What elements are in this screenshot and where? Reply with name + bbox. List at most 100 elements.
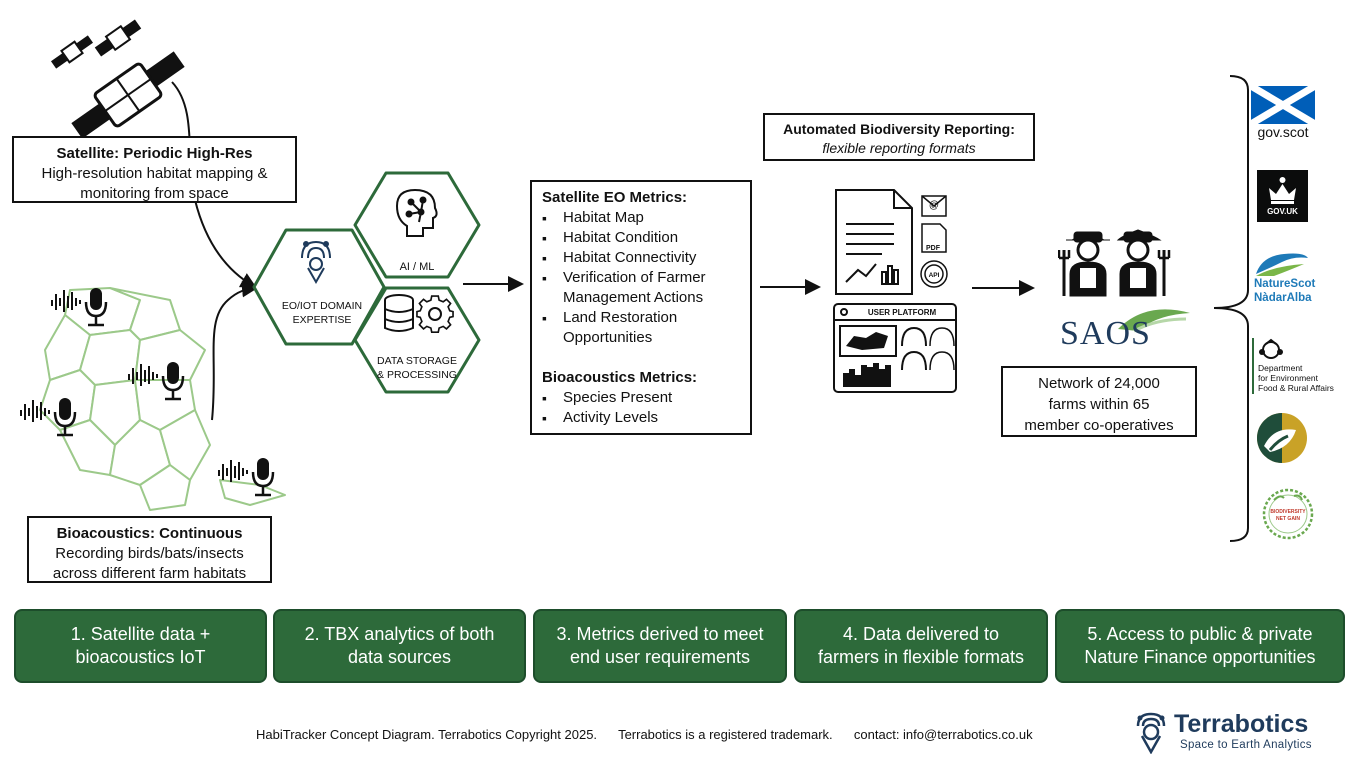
list-item: Habitat Condition: [532, 228, 750, 248]
saos-line1: Network of 24,000: [1038, 375, 1160, 392]
saltire-flag-icon: [1251, 86, 1315, 124]
bng-line2: NET GAIN: [1276, 516, 1300, 522]
farm-parcel-map: [39, 287, 286, 511]
list-item: Habitat Connectivity: [532, 248, 750, 268]
naturescot-wordmark-2: NàdarAlba: [1254, 292, 1312, 304]
pdf-icon: PDF: [921, 223, 947, 253]
satellite-line1: High-resolution habitat mapping &: [41, 165, 268, 182]
list-item-continuation: Management Actions: [563, 289, 704, 306]
list-item: Habitat Map: [532, 208, 750, 228]
analytics-hex-cluster: EO/IOT DOMAIN EXPERTISE AI / ML DATA STO…: [252, 171, 481, 394]
reporting-subtitle: flexible reporting formats: [822, 140, 976, 156]
nature-finance-leaf-logo: [1257, 413, 1307, 463]
svg-text:@: @: [929, 200, 939, 211]
microphone-icon: [20, 398, 77, 437]
bio-metrics-list: Species Present Activity Levels: [532, 388, 750, 428]
list-item-continuation: Opportunities: [563, 329, 653, 346]
step-3-box: 3. Metrics derived to meet end user requi…: [533, 609, 787, 683]
royal-crest-icon: [1259, 338, 1283, 359]
data-storage-label-1: DATA STORAGE: [377, 355, 457, 367]
saos-line2: farms within 65: [1048, 396, 1150, 413]
list-item-text: Land Restoration: [563, 309, 678, 326]
email-icon: @: [921, 195, 947, 217]
list-item: Species Present: [532, 388, 750, 408]
bioacoustics-description-box: Bioacoustics: Continuous Recording birds…: [27, 516, 272, 583]
ai-ml-hex: [353, 171, 481, 279]
satellite-description-box: Satellite: Periodic High-Res High-resolu…: [12, 136, 297, 203]
naturescot-logo: NatureScot NàdarAlba: [1252, 252, 1332, 307]
defra-logo: Department for Environment Food & Rural …: [1252, 338, 1346, 394]
microphone-icon: [128, 362, 185, 401]
terrabotics-tagline: Space to Earth Analytics: [1180, 739, 1312, 751]
gear-icon: [416, 295, 454, 333]
eo-iot-icon: [301, 240, 331, 285]
farmer-icon: [1058, 229, 1171, 297]
brain-icon: [395, 188, 438, 237]
eo-metrics-list: Habitat Map Habitat Condition Habitat Co…: [532, 208, 750, 348]
metrics-box: Satellite EO Metrics: Habitat Map Habita…: [530, 180, 752, 435]
footer-text: HabiTracker Concept Diagram. Terrabotics…: [256, 727, 1033, 742]
saos-wordmark: SAOS: [1060, 315, 1151, 352]
list-item-text: Verification of Farmer: [563, 269, 706, 286]
biodiversity-net-gain-logo: BIODIVERSITY NET GAIN: [1260, 486, 1316, 542]
ai-ml-label: AI / ML: [400, 261, 435, 273]
eo-expertise-label-2: EXPERTISE: [293, 314, 352, 326]
footer-contact[interactable]: contact: info@terrabotics.co.uk: [853, 727, 1033, 742]
document-icon: [835, 189, 913, 295]
terrabotics-wordmark: Terrabotics: [1174, 710, 1309, 738]
bioacoustics-line2: across different farm habitats: [52, 565, 247, 582]
satellite-line2: monitoring from space: [80, 185, 229, 202]
database-icon: [384, 294, 414, 332]
eo-metrics-heading: Satellite EO Metrics:: [542, 189, 688, 206]
step-2-line1: 2. TBX analytics of both: [304, 624, 495, 644]
svg-text:API: API: [929, 272, 940, 279]
reporting-title-box: Automated Biodiversity Reporting: flexib…: [763, 113, 1035, 161]
naturescot-wordmark-1: NatureScot: [1254, 278, 1316, 290]
gov-uk-wordmark: GOV.UK: [1267, 207, 1298, 216]
naturescot-swoosh-icon: [1256, 253, 1308, 276]
bng-line1: BIODIVERSITY: [1270, 509, 1306, 515]
bio-metrics-heading: Bioacoustics Metrics:: [542, 369, 698, 386]
svg-text:PDF: PDF: [926, 245, 941, 252]
reporting-title: Automated Biodiversity Reporting:: [783, 121, 1015, 137]
gov-scot-logo: gov.scot: [1250, 86, 1316, 142]
api-icon: API: [920, 260, 948, 288]
report-outputs-illustration: @ PDF API USER PLATFORM: [833, 189, 957, 393]
user-platform-label: USER PLATFORM: [868, 308, 937, 317]
defra-line3: Food & Rural Affairs: [1258, 383, 1334, 393]
dashboard-icon: [833, 303, 957, 393]
saos-logo: SAOS: [1060, 305, 1190, 355]
step-1-line2: bioacoustics IoT: [75, 647, 206, 667]
satellite-icon: [50, 19, 185, 139]
saos-leaf-icon: [1118, 309, 1190, 333]
terrabotics-logo: Terrabotics Space to Earth Analytics: [1134, 710, 1334, 756]
microphone-icon: [218, 458, 275, 497]
terrabotics-mark-icon: [1136, 712, 1166, 754]
list-item: Activity Levels: [532, 408, 750, 428]
saos-line3: member co-operatives: [1024, 417, 1174, 434]
footer-trademark: Terrabotics is a registered trademark.: [618, 727, 833, 742]
footer-copyright: HabiTracker Concept Diagram. Terrabotics…: [256, 727, 598, 742]
step-1-box: 1. Satellite data + bioacoustics IoT: [14, 609, 267, 683]
step-4-line2: farmers in flexible formats: [817, 647, 1025, 667]
step-5-line1: 5. Access to public & private: [1087, 624, 1313, 644]
step-1-line1: 1. Satellite data +: [70, 624, 211, 644]
saos-network-box: Network of 24,000 farms within 65 member…: [1001, 366, 1197, 437]
eo-expertise-label-1: EO/IOT DOMAIN: [282, 300, 362, 312]
step-4-box: 4. Data delivered to farmers in flexible …: [794, 609, 1048, 683]
step-5-line2: Nature Finance opportunities: [1084, 647, 1316, 667]
gov-uk-logo: GOV.UK: [1257, 170, 1308, 222]
step-4-line1: 4. Data delivered to: [842, 624, 1000, 644]
data-storage-label-2: & PROCESSING: [377, 369, 457, 381]
bioacoustics-line1: Recording birds/bats/insects: [55, 545, 244, 562]
defra-line1: Department: [1258, 363, 1303, 373]
bioacoustics-title: Bioacoustics: Continuous: [56, 525, 243, 542]
satellite-title: Satellite: Periodic High-Res: [56, 145, 253, 162]
step-3-line1: 3. Metrics derived to meet: [556, 624, 764, 644]
step-3-line2: end user requirements: [569, 647, 751, 667]
crown-icon: [1269, 177, 1296, 204]
gov-scot-wordmark: gov.scot: [1257, 124, 1309, 140]
bng-badge-icon: [1262, 488, 1314, 540]
